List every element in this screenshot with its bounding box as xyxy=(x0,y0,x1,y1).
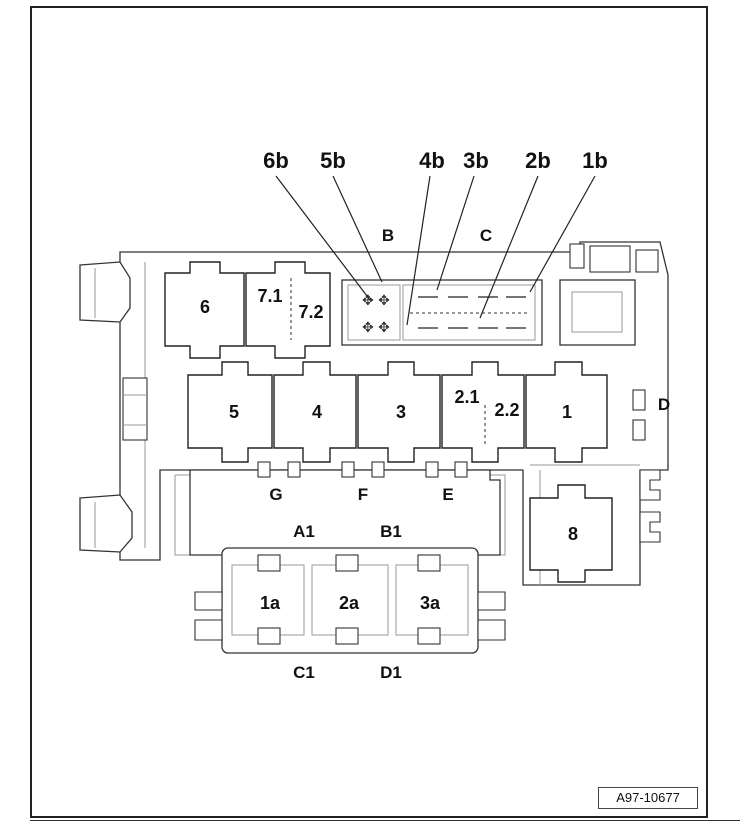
relay-4: 4 xyxy=(273,361,357,463)
right-module xyxy=(559,243,659,346)
relay-label-2a: 2a xyxy=(339,593,360,613)
bottom-rule xyxy=(30,820,740,821)
connector-label-g: G xyxy=(269,485,282,504)
connector-label-e: E xyxy=(442,485,453,504)
relay-label-5: 5 xyxy=(229,402,239,422)
connector-label-d1: D1 xyxy=(380,663,402,682)
relay-label-2-2: 2.2 xyxy=(494,400,519,420)
right-clips xyxy=(632,389,661,543)
relay-5: 5 xyxy=(187,361,273,463)
connector-housing-a: 1a 2a 3a xyxy=(194,547,506,654)
callout-3b: 3b xyxy=(463,148,489,173)
connector-label-f: F xyxy=(358,485,368,504)
connector-housing-efg xyxy=(189,461,501,556)
relay-label-3: 3 xyxy=(396,402,406,422)
relay-label-2-1: 2.1 xyxy=(454,387,479,407)
connector-label-c: C xyxy=(480,226,492,245)
relay-8: 8 xyxy=(529,484,613,583)
callout-leaders xyxy=(275,175,596,326)
left-clip xyxy=(122,377,148,441)
relay-label-4: 4 xyxy=(312,402,322,422)
connector-label-c1: C1 xyxy=(293,663,315,682)
relay-label-7-1: 7.1 xyxy=(257,286,282,306)
figure-reference-number: A97-10677 xyxy=(598,787,698,809)
relay-label-6: 6 xyxy=(200,297,210,317)
left-mount-tab-lower xyxy=(79,494,133,553)
relay-label-3a: 3a xyxy=(420,593,441,613)
callout-1b: 1b xyxy=(582,148,608,173)
callout-2b: 2b xyxy=(525,148,551,173)
connector-label-b1: B1 xyxy=(380,522,402,541)
callout-6b: 6b xyxy=(263,148,289,173)
relay-label-1: 1 xyxy=(562,402,572,422)
svg-text:✥ ✥: ✥ ✥ xyxy=(362,320,390,336)
fuse-block: ✥ ✥ ✥ ✥ xyxy=(341,279,543,346)
relay-label-7-2: 7.2 xyxy=(298,302,323,322)
callout-4b: 4b xyxy=(419,148,445,173)
relay-2: 2.1 2.2 xyxy=(441,361,525,463)
connector-label-d: D xyxy=(658,395,670,414)
relay-1: 1 xyxy=(525,361,608,463)
relay-7: 7.1 7.2 xyxy=(245,261,331,359)
connector-label-b: B xyxy=(382,226,394,245)
callout-5b: 5b xyxy=(320,148,346,173)
relay-label-1a: 1a xyxy=(260,593,281,613)
relay-label-8: 8 xyxy=(568,524,578,544)
relay-6: 6 xyxy=(164,261,245,359)
svg-text:✥ ✥: ✥ ✥ xyxy=(362,293,390,309)
left-mount-tab-upper xyxy=(79,261,131,323)
relay-3: 3 xyxy=(357,361,441,463)
connector-label-a1: A1 xyxy=(293,522,315,541)
